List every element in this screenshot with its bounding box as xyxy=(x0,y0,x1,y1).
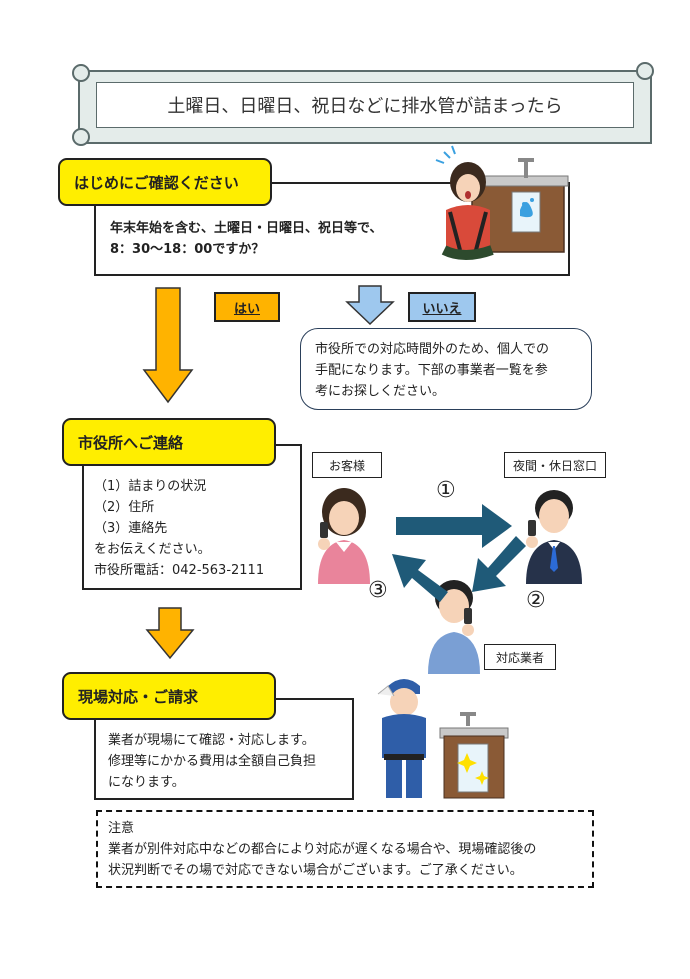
flow-arrow-3 xyxy=(392,554,448,602)
flow-arrow-1 xyxy=(396,504,512,548)
notice-line-1: 業者が別件対応中などの都合により対応が遅くなる場合や、現場確認後の xyxy=(108,842,537,857)
no-button[interactable]: いいえ xyxy=(408,292,476,322)
step1-header: はじめにご確認ください xyxy=(58,158,272,206)
no-label: いいえ xyxy=(422,301,462,317)
scroll-curl-top-left xyxy=(72,64,90,82)
onsite-line-3: になります。 xyxy=(108,775,185,790)
yes-button[interactable]: はい xyxy=(214,292,280,322)
yes-label: はい xyxy=(233,301,260,317)
no-down-arrow xyxy=(345,285,395,326)
no-message-line-1: 市役所での対応時間外のため、個人での xyxy=(315,342,550,357)
customer-woman-phone-icon xyxy=(318,488,370,584)
customer-label: お客様 xyxy=(312,452,382,478)
night-holiday-window-label: 夜間・休日窓口 xyxy=(504,452,606,478)
contact-item-1: （1）詰まりの状況 xyxy=(94,479,207,494)
flow-step-1: ① xyxy=(436,478,456,503)
yes-down-arrow xyxy=(142,287,194,404)
step3-down-arrow xyxy=(145,607,195,660)
notice-line-2: 状況判断でその場で対応できない場合がございます。ご了承ください。 xyxy=(108,863,523,878)
question-line-2: 8：30～18：00ですか？ xyxy=(110,242,265,257)
flow-step-3: ③ xyxy=(368,578,388,603)
page-title: 土曜日、日曜日、祝日などに排水管が詰まったら xyxy=(96,82,634,128)
step3-header: 現場対応・ご請求 xyxy=(62,672,276,720)
flow-arrow-2 xyxy=(472,536,526,592)
no-message-line-2: 手配になります。下部の事業者一覧を参 xyxy=(315,363,548,378)
contact-closing: をお伝えください。 xyxy=(94,542,211,557)
onsite-line-1: 業者が現場にて確認・対応します。 xyxy=(108,733,315,748)
clean-sink-illustration xyxy=(439,712,509,799)
city-hall-phone: 市役所電話：042-563-2111 xyxy=(94,563,265,578)
contractor-worker-icon xyxy=(428,580,480,674)
scroll-curl-bottom-left xyxy=(72,128,90,146)
question-line-1: 年末年始を含む、土曜日・日曜日、祝日等で、 xyxy=(110,221,383,236)
step2-header: 市役所へご連絡 xyxy=(62,418,276,466)
night-window-staff-icon xyxy=(526,490,582,584)
contact-item-3: （3）連絡先 xyxy=(94,521,168,536)
panicking-woman-sink-illustration xyxy=(435,145,569,260)
no-message-line-3: 考にお探しください。 xyxy=(315,384,446,399)
contact-item-2: （2）住所 xyxy=(94,500,155,515)
flow-step-2: ② xyxy=(526,588,546,613)
notice-title: 注意 xyxy=(108,821,135,836)
notice-box: 注意 業者が別件対応中などの都合により対応が遅くなる場合や、現場確認後の 状況判… xyxy=(96,810,594,888)
scroll-curl-top-right xyxy=(636,62,654,80)
no-message-box: 市役所での対応時間外のため、個人での 手配になります。下部の事業者一覧を参 考に… xyxy=(300,328,592,410)
repair-worker-illustration xyxy=(377,679,426,798)
contractor-label: 対応業者 xyxy=(484,644,556,670)
onsite-line-2: 修理等にかかる費用は全額自己負担 xyxy=(108,754,317,769)
